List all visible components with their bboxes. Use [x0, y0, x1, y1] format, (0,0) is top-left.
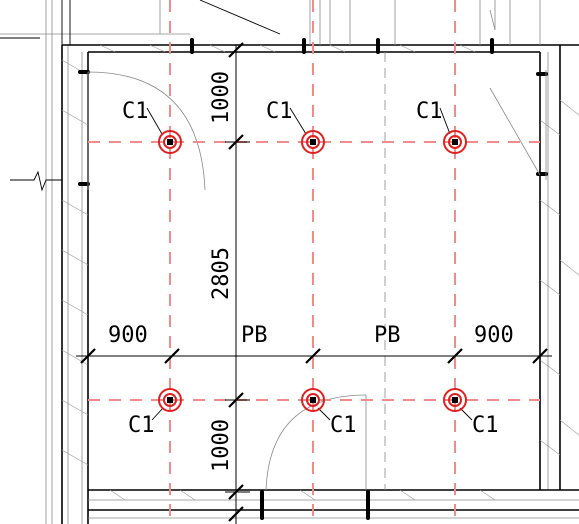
dimension-labels: 1000 2805 1000 900 PB PB 900	[108, 71, 514, 472]
column-symbol-outer-ring	[301, 130, 325, 154]
column-symbol-inner-ring	[306, 135, 320, 149]
column-symbol-core	[167, 139, 173, 145]
column-symbol-inner-ring	[448, 393, 462, 407]
dimension-lines	[76, 42, 552, 524]
column-tag-leader	[289, 107, 307, 135]
column-tag-label: C1	[330, 413, 357, 438]
column-c1-top-right: C1	[416, 99, 467, 154]
column-symbol-core	[310, 397, 316, 403]
column-symbol-core	[452, 397, 458, 403]
column-tag-leader	[439, 107, 451, 135]
column-tag-label: C1	[266, 99, 293, 124]
column-symbol-outer-ring	[443, 388, 467, 412]
dim-bottom-vertical: 1000	[209, 419, 234, 472]
column-c1-bot-left: C1	[128, 388, 182, 438]
column-tag-label: C1	[122, 99, 149, 124]
column-symbol-inner-ring	[448, 135, 462, 149]
column-symbol-core	[310, 139, 316, 145]
dim-center-left-horizontal: PB	[241, 323, 268, 348]
column-symbol-outer-ring	[158, 388, 182, 412]
dim-left-horizontal: 900	[108, 323, 148, 348]
column-tag-label: C1	[416, 99, 443, 124]
column-symbol-inner-ring	[163, 135, 177, 149]
column-symbol-outer-ring	[301, 388, 325, 412]
column-c1-bot-right: C1	[443, 388, 499, 438]
column-tag-leader	[317, 407, 331, 421]
column-symbol-outer-ring	[158, 130, 182, 154]
grid-lines	[88, 0, 540, 524]
dim-top-vertical: 1000	[209, 71, 234, 124]
column-tag-leader	[151, 407, 164, 421]
doors	[87, 9, 541, 491]
dim-middle-vertical: 2805	[209, 247, 234, 300]
dim-right-horizontal: 900	[474, 323, 514, 348]
column-tag-label: C1	[472, 413, 499, 438]
dim-center-right-horizontal: PB	[374, 323, 401, 348]
opening-markers	[78, 38, 548, 520]
column-symbol-core	[452, 139, 458, 145]
column-symbol-inner-ring	[163, 393, 177, 407]
column-symbol-outer-ring	[443, 130, 467, 154]
column-c1-bot-mid: C1	[301, 388, 357, 438]
column-c1-top-mid: C1	[266, 99, 325, 154]
column-symbol-inner-ring	[306, 393, 320, 407]
column-tag-leader	[459, 407, 473, 421]
wall-hatching	[61, 44, 579, 501]
column-symbol-core	[167, 397, 173, 403]
column-c1-top-left: C1	[122, 99, 182, 154]
column-tag-label: C1	[128, 413, 155, 438]
column-tag-leader	[146, 107, 163, 135]
